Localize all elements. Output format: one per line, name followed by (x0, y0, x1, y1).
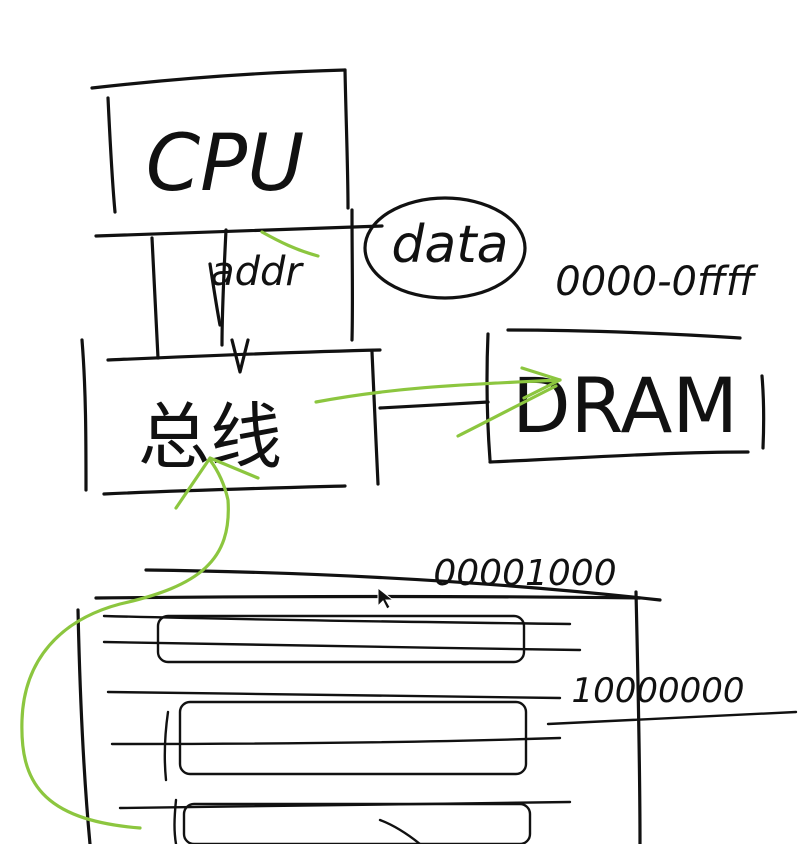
arrow-cursor-icon (377, 586, 395, 610)
cpu-bus-connector (150, 208, 355, 374)
highlight-dram-arrowhead (520, 366, 562, 400)
bus-dram-line (378, 400, 490, 410)
data-ellipse (363, 196, 527, 300)
highlight-addr-arrow (260, 230, 320, 258)
addr-high-label: 00001000 (433, 553, 616, 594)
highlight-bus-arrowhead (174, 456, 260, 510)
bus-box (80, 338, 382, 496)
highlight-path (20, 230, 562, 830)
memory-cells (156, 614, 532, 846)
memory-cell (156, 614, 526, 664)
addr-range-label: 0000-0ffff (555, 259, 759, 305)
highlight-dram-tail (456, 384, 558, 438)
bus-label: 总线 (138, 395, 282, 479)
highlight-memory-to-bus-arrow (20, 458, 230, 830)
cpu-box (90, 68, 384, 238)
addr-mid-label: 10000000 (571, 671, 744, 711)
highlight-bus-to-dram-arrow (314, 378, 562, 404)
data-label: data (391, 215, 508, 275)
memory-cell (182, 802, 532, 846)
cpu-label: CPU (146, 119, 305, 209)
dram-box (485, 328, 766, 464)
addr-label: addr (210, 249, 304, 295)
memory-cell (178, 700, 528, 776)
